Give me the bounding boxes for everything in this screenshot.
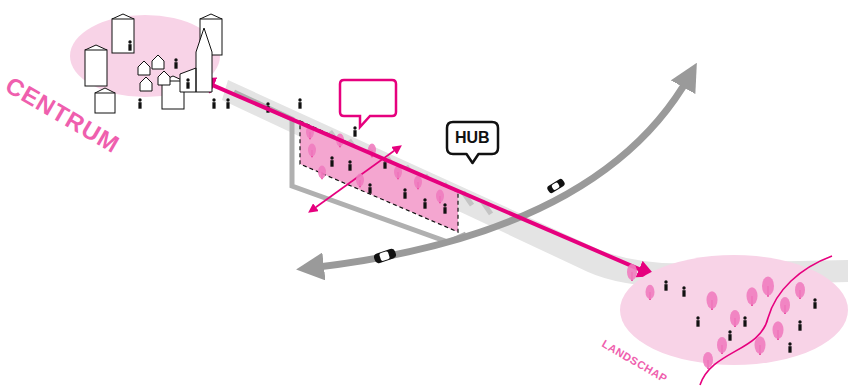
route-arrow	[204, 81, 649, 273]
tree	[627, 264, 637, 281]
house	[152, 55, 164, 69]
person	[226, 98, 229, 108]
car	[546, 178, 566, 194]
tree	[356, 174, 364, 188]
person	[138, 98, 141, 108]
label-bubble: HUB	[447, 122, 498, 154]
person	[788, 342, 791, 352]
traffic-arrow	[310, 75, 690, 268]
person	[186, 78, 189, 88]
river	[700, 256, 832, 385]
area-ellipse: CENTRUM	[70, 15, 220, 97]
person	[403, 188, 406, 198]
person	[368, 183, 371, 193]
tree	[436, 190, 444, 204]
person	[353, 126, 356, 136]
plaza-figures	[266, 98, 446, 213]
hub-label: HUB	[455, 129, 490, 147]
tree	[717, 337, 727, 354]
road-band	[222, 80, 848, 287]
tree	[762, 276, 774, 296]
bubble-path	[447, 122, 498, 163]
building	[85, 45, 107, 86]
tree	[730, 310, 740, 327]
tree	[747, 287, 758, 306]
area-fill	[70, 15, 220, 97]
tree	[755, 336, 766, 355]
house	[138, 61, 150, 75]
area-fill	[620, 255, 848, 365]
person	[330, 156, 333, 166]
person	[212, 98, 215, 108]
person	[798, 320, 801, 330]
person	[174, 58, 177, 68]
tree	[308, 144, 316, 158]
speech-bubble	[340, 80, 396, 127]
person	[443, 203, 446, 213]
house	[158, 71, 170, 85]
area-ellipse: LANDSCHAP	[620, 255, 848, 365]
house	[140, 77, 152, 91]
person	[682, 286, 685, 296]
person	[423, 198, 426, 208]
tree	[414, 176, 422, 190]
crossing-arrow	[312, 148, 398, 210]
person	[298, 98, 301, 108]
person	[664, 280, 667, 290]
tree	[707, 291, 718, 310]
building	[95, 88, 115, 113]
plaza	[300, 121, 458, 232]
tree	[773, 321, 784, 340]
church	[180, 28, 212, 92]
ellipse-outline	[70, 15, 220, 97]
tree	[780, 297, 790, 314]
person	[696, 316, 699, 326]
person	[728, 330, 731, 340]
person	[743, 316, 746, 326]
ellipse-outline	[620, 255, 848, 365]
person	[128, 40, 131, 50]
person	[813, 298, 816, 308]
building	[112, 14, 134, 53]
tree	[703, 352, 713, 369]
tree	[795, 282, 805, 299]
car	[373, 248, 397, 264]
person	[348, 160, 351, 170]
tree	[318, 166, 326, 180]
tree	[646, 285, 655, 300]
